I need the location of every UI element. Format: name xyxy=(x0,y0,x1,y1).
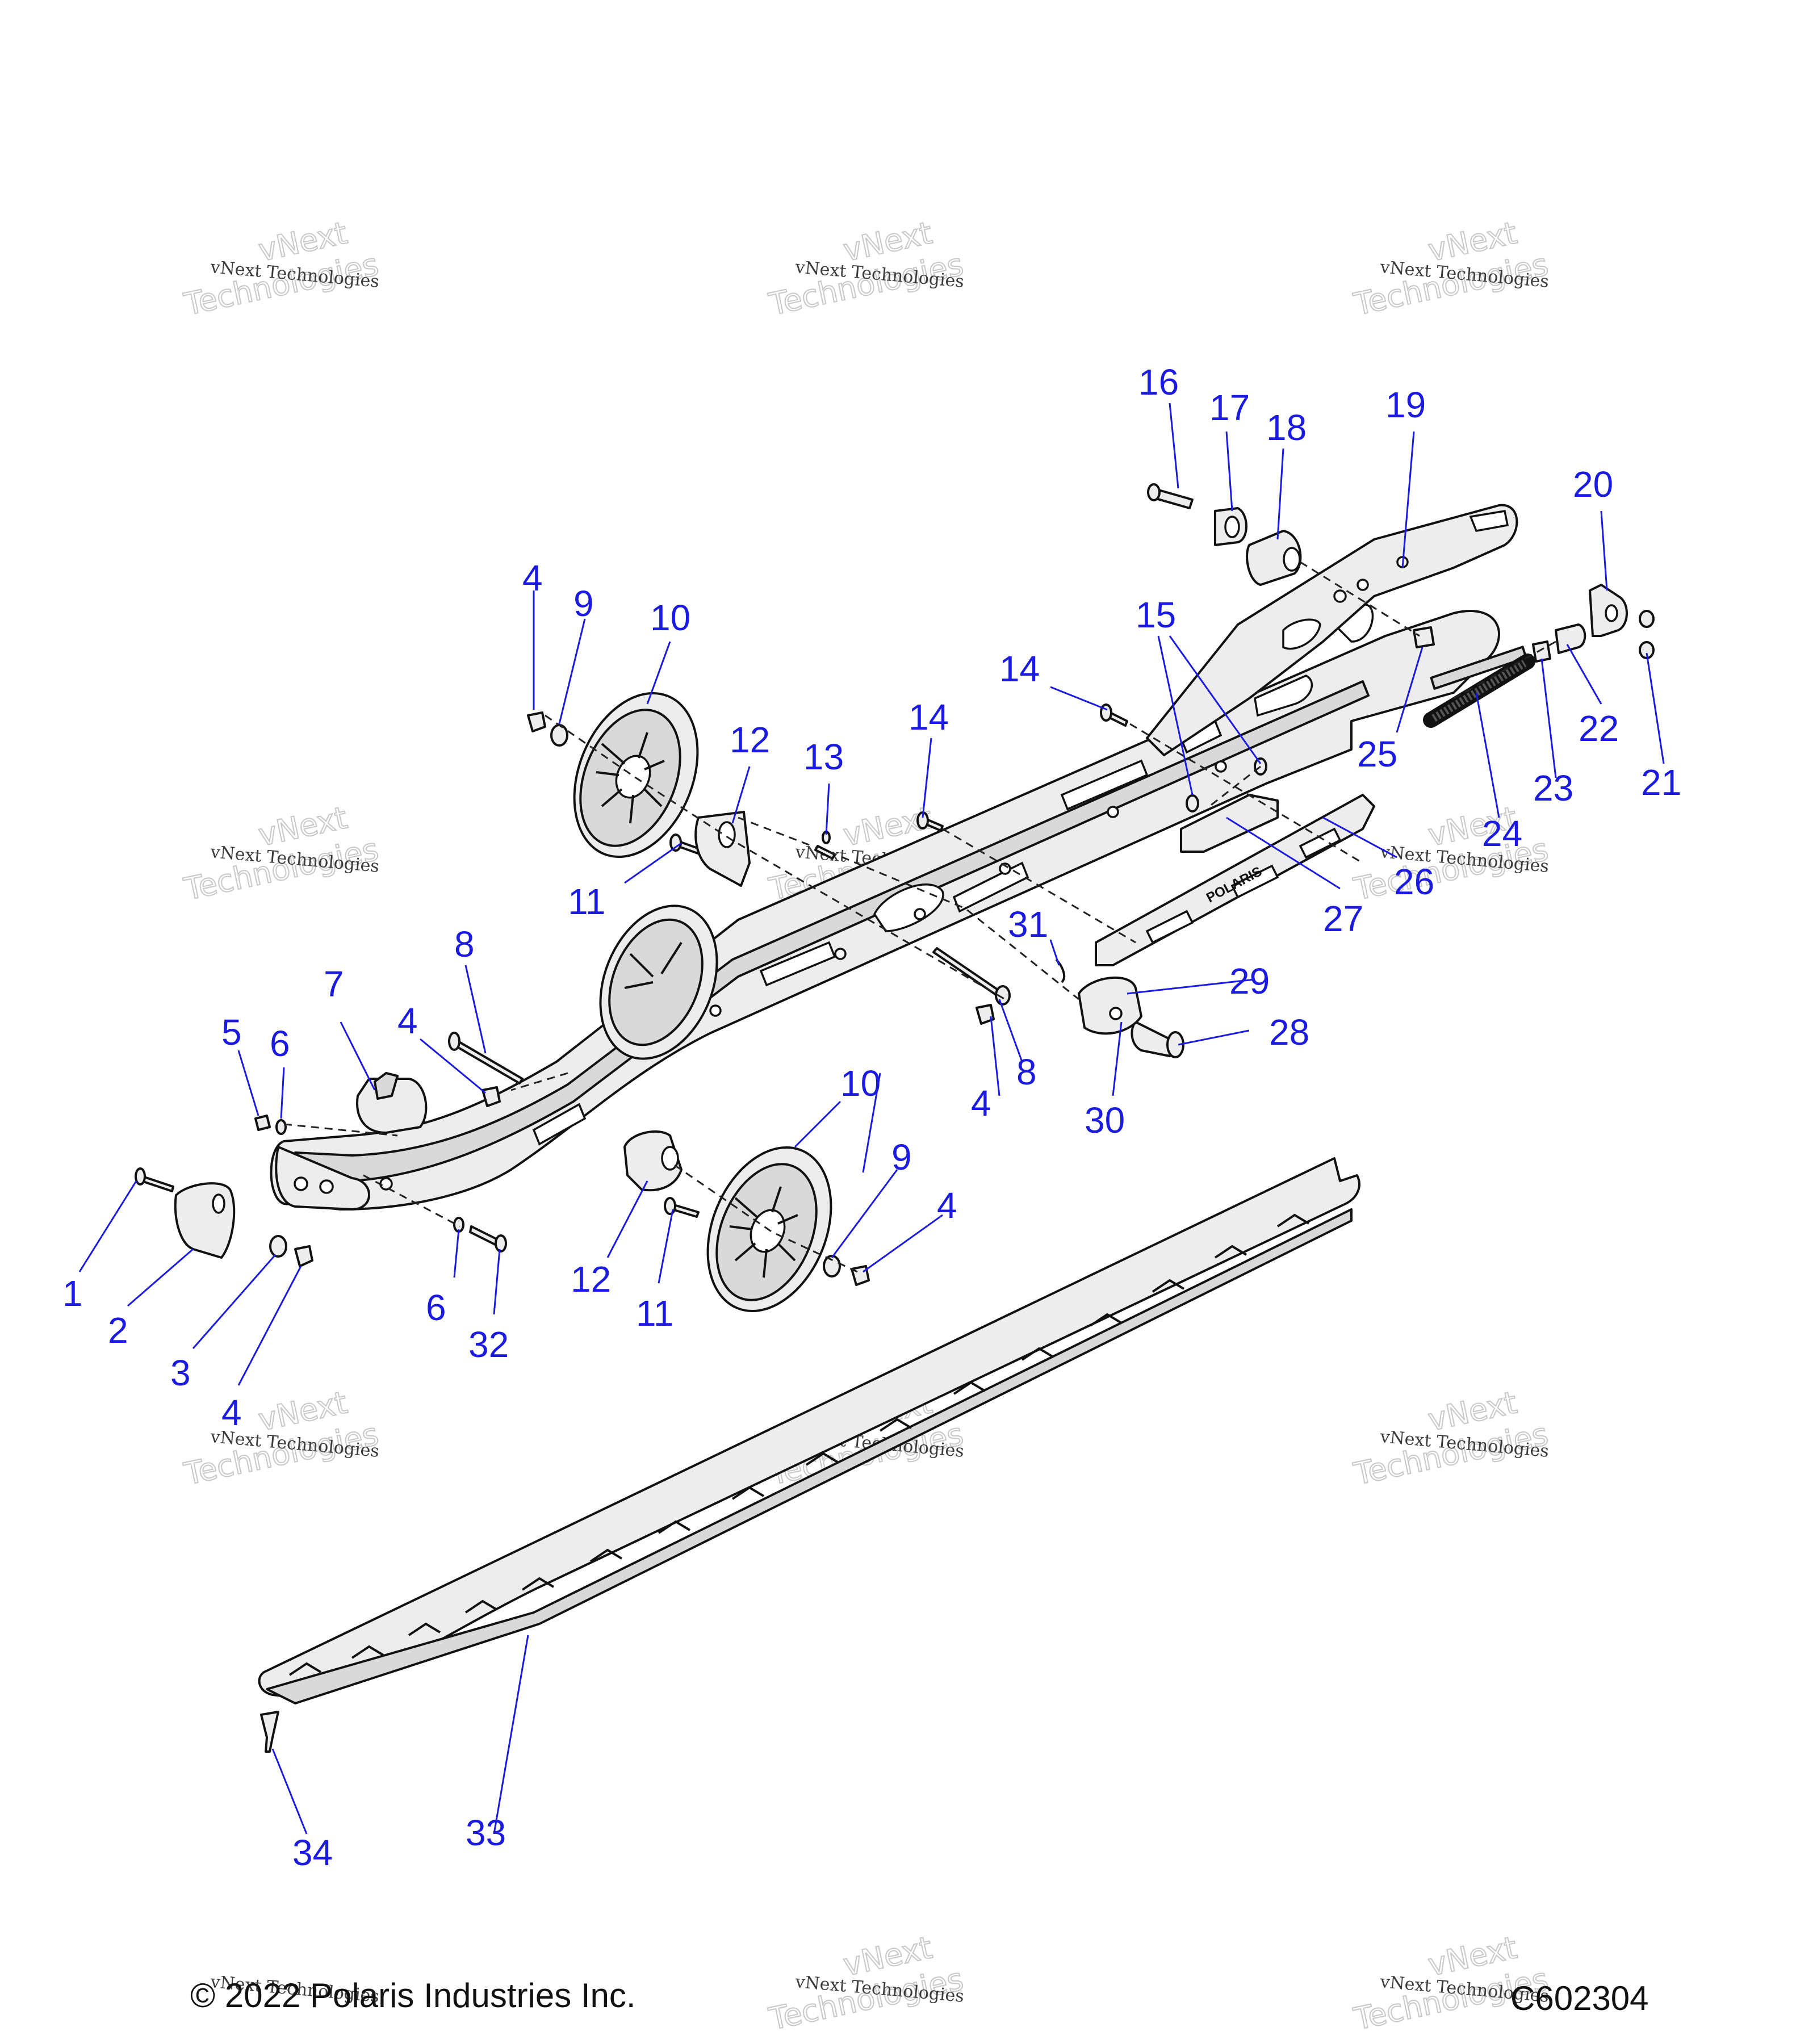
callout-34: 34 xyxy=(292,1832,333,1873)
callout-15: 15 xyxy=(1136,594,1176,635)
callout-31: 31 xyxy=(1008,904,1048,945)
watermark: Technologies vNext vNext Technologies xyxy=(1350,214,1552,323)
callout-12: 12 xyxy=(730,719,770,760)
callout-5: 5 xyxy=(221,1012,242,1053)
callout-26: 26 xyxy=(1394,861,1434,902)
callout-11: 11 xyxy=(568,881,605,922)
callout-19: 19 xyxy=(1385,384,1426,425)
callout-18: 18 xyxy=(1266,407,1307,448)
diagram-code: C602304 xyxy=(1510,1979,1649,2017)
callout-27: 27 xyxy=(1323,898,1363,939)
wheel-upper xyxy=(573,692,699,858)
watermark: Technologies vNext vNext Technologies xyxy=(1350,1384,1552,1493)
watermark: Technologies vNext vNext Technologies xyxy=(181,799,382,908)
callout-17: 17 xyxy=(1209,387,1250,428)
watermark: Technologies vNext vNext Technologies xyxy=(765,1929,967,2038)
callout-12: 12 xyxy=(571,1259,611,1300)
hifax-slide xyxy=(258,1157,1360,1704)
callout-32: 32 xyxy=(468,1324,509,1365)
watermark: Technologies vNext vNext Technologies xyxy=(765,214,967,323)
callout-16: 16 xyxy=(1138,362,1179,403)
callout-2: 2 xyxy=(108,1310,128,1351)
callout-9: 9 xyxy=(891,1137,912,1178)
leader-lines xyxy=(78,403,1665,1834)
callout-4: 4 xyxy=(937,1185,957,1226)
callout-10: 10 xyxy=(840,1063,881,1104)
rail-frame xyxy=(270,504,1518,1211)
assembly-lines xyxy=(283,561,1556,1273)
callout-13: 13 xyxy=(803,736,844,777)
callout-10: 10 xyxy=(650,597,690,638)
callout-3: 3 xyxy=(170,1352,191,1393)
callout-28: 28 xyxy=(1269,1012,1309,1053)
callout-30: 30 xyxy=(1085,1100,1125,1141)
callout-11: 11 xyxy=(636,1293,673,1334)
footer: © 2022 Polaris Industries Inc. C602304 xyxy=(190,1976,1649,2017)
part-34-screw xyxy=(260,1711,279,1753)
small-parts: POLARIS xyxy=(135,483,1655,1286)
callout-4: 4 xyxy=(397,1000,418,1041)
callout-25: 25 xyxy=(1357,734,1397,774)
callout-21: 21 xyxy=(1641,762,1681,803)
callout-1: 1 xyxy=(62,1273,83,1314)
callout-29: 29 xyxy=(1229,961,1270,1002)
callouts: 1 2 3 4 5 6 7 8 4 6 32 4 9 10 12 11 13 1… xyxy=(62,362,1681,1873)
callout-22: 22 xyxy=(1579,708,1619,749)
callout-6: 6 xyxy=(270,1023,290,1064)
callout-9: 9 xyxy=(573,583,594,624)
callout-4: 4 xyxy=(221,1392,242,1433)
callout-8: 8 xyxy=(454,924,475,965)
callout-4: 4 xyxy=(522,558,543,598)
watermark: Technologies vNext vNext Technologies xyxy=(181,1384,382,1493)
callout-8: 8 xyxy=(1016,1052,1037,1092)
copyright-text: © 2022 Polaris Industries Inc. xyxy=(190,1976,636,2014)
callout-24: 24 xyxy=(1482,813,1522,854)
callout-23: 23 xyxy=(1533,768,1573,809)
callout-6: 6 xyxy=(426,1287,446,1328)
callout-14: 14 xyxy=(909,697,949,738)
wheel-middle xyxy=(599,904,718,1060)
callout-20: 20 xyxy=(1573,464,1613,505)
callout-4: 4 xyxy=(971,1083,991,1124)
callout-7: 7 xyxy=(324,964,344,1004)
callout-14: 14 xyxy=(999,648,1040,689)
watermark: Technologies vNext vNext Technologies xyxy=(181,214,382,323)
callout-33: 33 xyxy=(466,1812,506,1853)
